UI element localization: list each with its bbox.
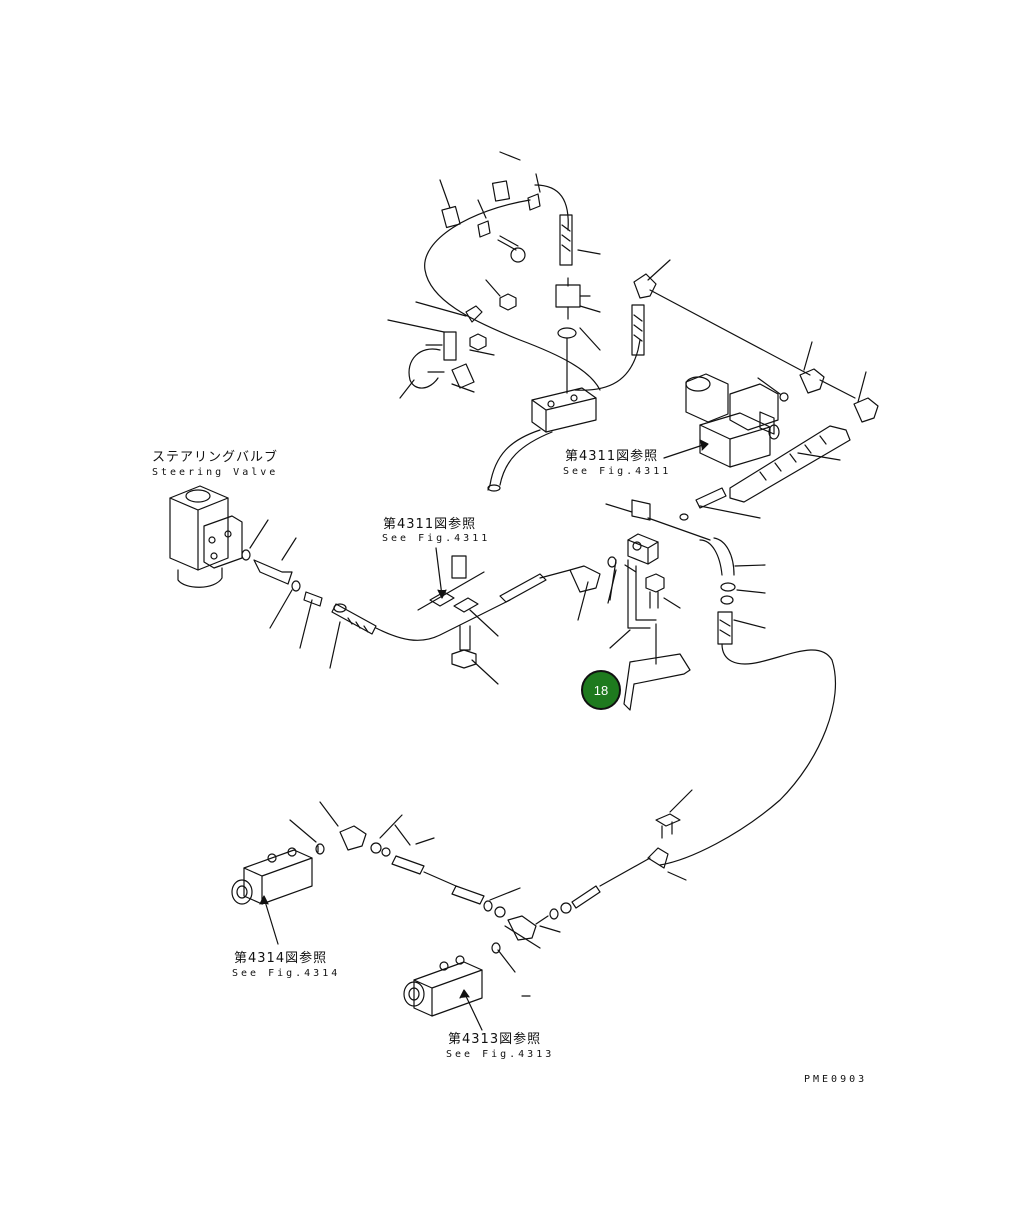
hose-right-long: [729, 425, 851, 503]
hose-segment-right: [631, 304, 645, 356]
center-bracket: [605, 499, 711, 711]
u-bolt: [408, 348, 441, 389]
pipe-down: [487, 429, 553, 491]
ref-arrow-4311-b: [435, 547, 443, 597]
lower-4313-assembly: [403, 942, 531, 1031]
hose-left: [375, 599, 511, 641]
steering-valve-label-jp: ステアリングバルブ: [152, 450, 279, 465]
steering-valve-label-en: Steering Valve: [152, 467, 279, 478]
upper-hose-loop: [424, 199, 601, 391]
ref-arrow-4313: [463, 991, 483, 1031]
lower-return-pipe: [574, 339, 641, 391]
ref-4311-a-label-jp: 第4311図参照: [565, 449, 659, 464]
ref-arrow-4314: [263, 897, 279, 945]
hose-segment: [559, 214, 573, 266]
part-callout-18[interactable]: 18: [581, 670, 621, 710]
ref-4313-label-jp: 第4313図参照: [448, 1032, 542, 1047]
clamp-center: [417, 547, 499, 685]
ref-4311-b-label-en: See Fig.4311: [382, 533, 491, 544]
ref-4314-label-jp: 第4314図参照: [234, 951, 328, 966]
ref-4311-b-label-jp: 第4311図参照: [383, 517, 477, 532]
ref-4311-a-label-en: See Fig.4311: [563, 466, 672, 477]
hose-long-down: [659, 659, 836, 866]
valve-block-top: [531, 387, 597, 433]
top-pipe-assembly: [408, 180, 811, 492]
lower-left-assembly: [231, 789, 693, 949]
bottom-bracket: [623, 653, 691, 711]
upper-tube-right: [534, 184, 569, 231]
steering-valve: [169, 485, 617, 669]
drawing-code: PME0903: [804, 1074, 868, 1085]
ref-arrow-4311-a: [663, 443, 707, 459]
ref-4313-label-en: See Fig.4313: [446, 1049, 555, 1060]
solenoid-valve-assembly: [659, 341, 879, 866]
ref-4314-label-en: See Fig.4314: [232, 968, 341, 979]
